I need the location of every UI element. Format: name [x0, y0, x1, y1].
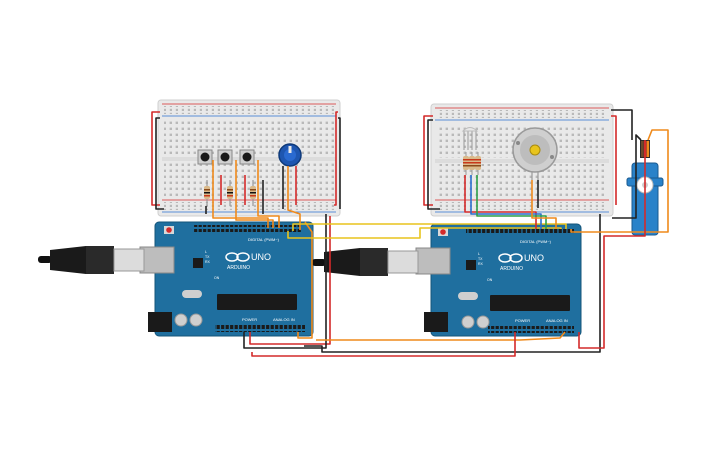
wire-black-interboard [304, 214, 601, 353]
arduino-logo-left [225, 252, 250, 262]
wires [151, 109, 669, 357]
dc-motor [512, 127, 558, 180]
digital-label-right: DIGITAL (PWM~) [520, 239, 552, 244]
wire-black-left-rail-right [338, 117, 341, 209]
l-label-left: L [205, 250, 207, 254]
rx-label-left: RX [205, 260, 211, 264]
resistor-left-1 [204, 180, 210, 206]
wire-black-right-top [611, 109, 633, 140]
digital-label-left: DIGITAL (PWM~) [248, 237, 280, 242]
wire-blue-led [470, 175, 542, 229]
wire-red-led [464, 175, 537, 229]
usb-cable-left [38, 246, 145, 274]
analog-label-left: ANALOG IN [273, 317, 295, 322]
push-button-3[interactable] [239, 149, 255, 165]
wire-yellow-serial-1 [292, 223, 567, 231]
resistor-left-2 [227, 180, 233, 206]
wire-red-servo [578, 140, 646, 349]
rgb-led [461, 127, 479, 150]
on-label-right: ON [487, 278, 493, 282]
resistor-right-2 [469, 152, 475, 175]
analog-label-right: ANALOG IN [546, 318, 568, 323]
tx-label-left: TX [205, 255, 210, 259]
wire-orange-pot [287, 166, 301, 230]
wire-black-right-rail [427, 119, 440, 210]
wire-orange-btn2 [235, 160, 274, 228]
wire-red-interboard [251, 332, 516, 357]
arduino-uno-left: ARDUINO UNO DIGITAL (PWM~) POWER ANALOG … [139, 221, 314, 337]
arduino-uno-right: ARDUINO UNO DIGITAL (PWM~) POWER ANALOG … [415, 223, 582, 337]
arduino-logo-right [498, 253, 523, 263]
wire-red-right-top [611, 115, 617, 205]
on-label-left: ON [214, 276, 220, 280]
push-button-1[interactable] [197, 149, 213, 165]
arduino-brand-left: ARDUINO [227, 265, 250, 271]
wire-green-led [476, 175, 547, 229]
potentiometer[interactable] [278, 143, 302, 167]
wire-orange-btn3 [257, 160, 280, 228]
wire-red-5v-left [249, 216, 331, 345]
wire-yellow-serial-2 [287, 227, 562, 239]
wire-orange-interboard [316, 331, 566, 341]
arduino-model-right: UNO [524, 253, 544, 263]
tx-label-right: TX [478, 257, 483, 261]
arduino-model-left: UNO [251, 252, 271, 262]
wire-orange-pot-analog [297, 221, 313, 339]
rx-label-right: RX [478, 262, 484, 266]
wire-red-left-rail-right [334, 111, 338, 206]
wire-orange-btn1 [212, 160, 269, 228]
l-label-right: L [478, 252, 480, 256]
power-label-left: POWER [242, 317, 257, 322]
resistor-right-3 [475, 152, 481, 175]
resistor-left-3 [250, 180, 256, 206]
arduino-brand-right: ARDUINO [500, 266, 523, 272]
wire-orange-servo [570, 129, 669, 233]
push-button-2[interactable] [217, 149, 233, 165]
resistor-right-1 [463, 152, 469, 175]
wire-black-left-rail [155, 117, 164, 210]
wire-orange-motor [531, 180, 557, 229]
wire-black-gnd-left [243, 214, 327, 349]
usb-cable-right [312, 248, 419, 276]
power-label-right: POWER [515, 318, 530, 323]
wire-black-servo [612, 134, 642, 219]
